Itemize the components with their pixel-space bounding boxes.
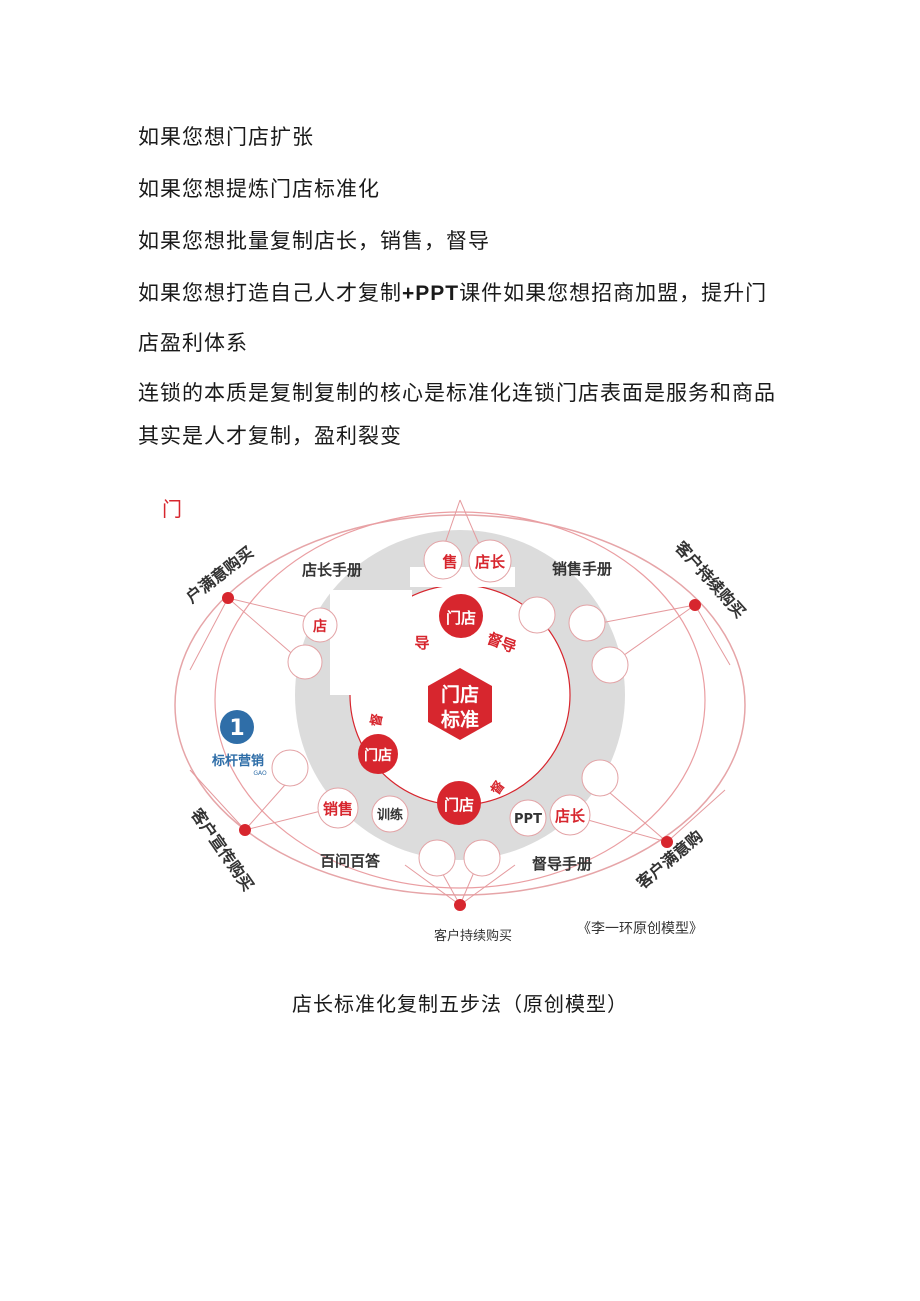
paragraph-3: 如果您想批量复制店长，销售，督导 xyxy=(138,229,490,253)
outer-label-top-left: 户满意购买 xyxy=(182,542,257,606)
label-sales: 销售 xyxy=(323,800,353,818)
node-manager-circle xyxy=(549,794,591,836)
label-left-small: 督 xyxy=(368,712,386,728)
label-training: 训练 xyxy=(377,807,403,823)
node-store-bottom-circle xyxy=(437,781,481,825)
label-manager: 店长 xyxy=(555,807,586,825)
handbook-sales: 销售手册 xyxy=(552,560,612,578)
label-top-manager: 店长 xyxy=(475,553,506,571)
dot-bottom xyxy=(454,899,466,911)
outer-label-top-right: 客户持续购买 xyxy=(671,538,749,622)
figure-caption: 店长标准化复制五步法（原创模型） xyxy=(292,992,628,1016)
logo-icon xyxy=(220,710,254,744)
red-nodes xyxy=(302,539,591,837)
paragraph-4-ppt: +PPT xyxy=(402,282,460,305)
paragraph-6: 连锁的本质是复制复制的核心是标准化连锁门店表面是服务和商品 xyxy=(138,381,776,405)
handbook-supervisor: 督导手册 xyxy=(532,855,592,873)
center-line-1: 门店 xyxy=(441,683,479,706)
paragraph-2: 如果您想提炼门店标准化 xyxy=(138,177,380,201)
label-store-top: 门店 xyxy=(446,609,476,627)
node-left-partial-circle xyxy=(302,607,338,643)
node-store-top-circle xyxy=(439,594,483,638)
node-top-sales-circle xyxy=(423,540,463,580)
node-top-manager-circle xyxy=(468,539,512,583)
outer-label-bottom-left: 客户宣传购买 xyxy=(187,805,258,895)
logo: 1 标杆营销 GAO xyxy=(211,710,267,777)
center-hexagon xyxy=(428,668,492,740)
node-sales-circle xyxy=(317,787,359,829)
dot-top-right xyxy=(689,599,701,611)
label-guide: 导 xyxy=(414,634,429,652)
standardization-diagram: 门店 标准 售 店长 门店 导 督导 门店 门店 督 督 销售 训练 PPT 店… xyxy=(162,497,750,944)
paragraph-4: 如果您想打造自己人才复制+PPT课件如果您想招商加盟，提升门 xyxy=(138,280,767,307)
dot-bottom-right xyxy=(661,836,673,848)
node-ppt-circle xyxy=(509,799,547,837)
label-left-partial: 店 xyxy=(313,618,327,635)
paragraph-1: 如果您想门店扩张 xyxy=(138,125,314,149)
dot-bottom-left xyxy=(239,824,251,836)
dot-top-left xyxy=(222,592,234,604)
blank-circles xyxy=(271,596,629,877)
outer-ring-inner xyxy=(214,511,706,889)
source-label: 《李一环原创模型》 xyxy=(577,921,703,937)
outer-label-bottom-right: 客户满意购 xyxy=(633,827,707,893)
outer-ring xyxy=(174,514,746,896)
label-top-sales: 售 xyxy=(442,553,457,571)
handbook-store-manager: 店长手册 xyxy=(302,561,362,579)
label-ppt: PPT xyxy=(514,812,542,827)
logo-text: 标杆营销 xyxy=(211,753,264,769)
paragraph-4-text-a: 如果您想打造自己人才复制 xyxy=(138,281,402,305)
mask-block xyxy=(330,590,412,695)
logo-subtext: GAO xyxy=(253,770,267,777)
label-store-left: 门店 xyxy=(364,747,392,764)
label-store-bottom: 门店 xyxy=(444,796,474,814)
paragraph-4-text-c: 课件如果您想招商加盟，提升门 xyxy=(459,281,768,305)
node-store-left-circle xyxy=(358,734,398,774)
outer-label-bottom: 客户持续购买 xyxy=(434,928,512,944)
paragraph-5: 店盈利体系 xyxy=(138,331,248,355)
corner-mark: 门 xyxy=(162,497,182,521)
logo-digit: 1 xyxy=(229,716,244,741)
node-training-circle xyxy=(371,795,409,833)
paragraph-7: 其实是人才复制，盈利裂变 xyxy=(138,424,402,448)
handbook-qa: 百问百答 xyxy=(320,852,381,870)
center-line-2: 标准 xyxy=(441,709,479,731)
connector-lines xyxy=(189,499,731,906)
